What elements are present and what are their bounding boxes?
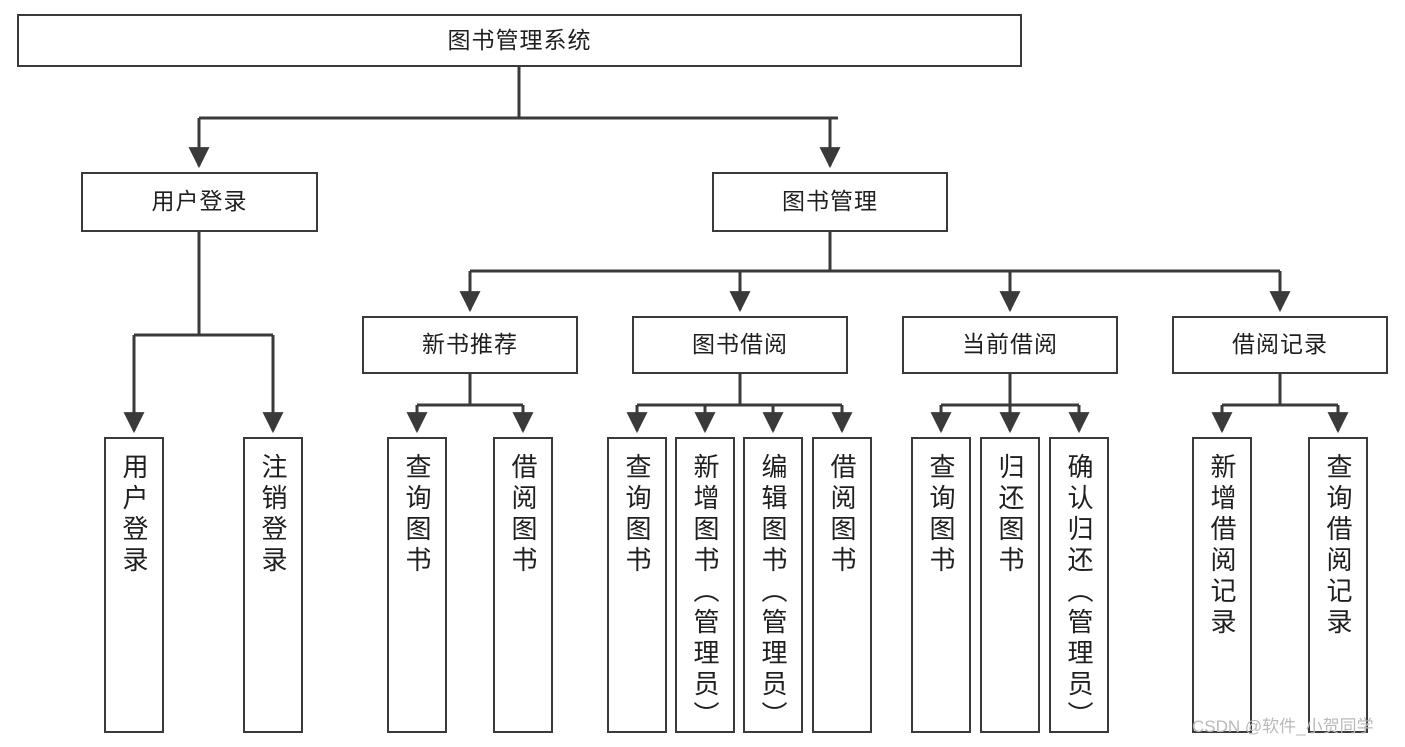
node-label: 图书管理 — [782, 188, 878, 215]
node-label: 查询图书 — [402, 453, 433, 577]
node-root-system[interactable]: 图书管理系统 — [17, 14, 1022, 67]
leaf-borrow-book-recommend[interactable]: 借阅图书 — [493, 437, 553, 733]
node-label: 当前借阅 — [962, 331, 1058, 358]
leaf-borrow-book[interactable]: 借阅图书 — [812, 437, 872, 733]
node-label: 用户登录 — [151, 188, 248, 215]
node-label: 查询图书 — [926, 453, 957, 577]
leaf-query-book-recommend[interactable]: 查询图书 — [387, 437, 447, 733]
node-borrow-record[interactable]: 借阅记录 — [1172, 316, 1388, 374]
node-label: 用户登录 — [119, 453, 150, 577]
leaf-query-book-current[interactable]: 查询图书 — [911, 437, 971, 733]
leaf-confirm-return-admin[interactable]: 确认归还（管理员） — [1049, 437, 1109, 733]
node-label: 借阅记录 — [1232, 331, 1328, 358]
node-label: 新书推荐 — [422, 331, 518, 358]
node-label: 编辑图书（管理员） — [758, 453, 789, 732]
node-label: 查询借阅记录 — [1323, 453, 1354, 639]
node-current-borrow[interactable]: 当前借阅 — [902, 316, 1118, 374]
leaf-add-borrow-record[interactable]: 新增借阅记录 — [1192, 437, 1252, 733]
node-label: 图书管理系统 — [447, 26, 592, 53]
node-label: 新增借阅记录 — [1207, 453, 1238, 639]
node-book-management[interactable]: 图书管理 — [712, 172, 948, 232]
node-label: 归还图书 — [995, 453, 1026, 577]
node-label: 确认归还（管理员） — [1064, 453, 1095, 732]
leaf-query-book-borrow[interactable]: 查询图书 — [607, 437, 667, 733]
node-label: 查询图书 — [622, 453, 653, 577]
node-new-book-recommend[interactable]: 新书推荐 — [362, 316, 578, 374]
leaf-user-logout[interactable]: 注销登录 — [243, 437, 303, 733]
leaf-user-login[interactable]: 用户登录 — [104, 437, 164, 733]
leaf-return-book[interactable]: 归还图书 — [980, 437, 1040, 733]
node-label: 借阅图书 — [508, 453, 539, 577]
node-user-login[interactable]: 用户登录 — [81, 172, 318, 232]
leaf-add-book-admin[interactable]: 新增图书（管理员） — [675, 437, 735, 733]
node-label: 图书借阅 — [692, 331, 788, 358]
node-label: 新增图书（管理员） — [690, 453, 721, 732]
leaf-query-borrow-record[interactable]: 查询借阅记录 — [1308, 437, 1368, 733]
node-book-borrow[interactable]: 图书借阅 — [632, 316, 848, 374]
leaf-edit-book-admin[interactable]: 编辑图书（管理员） — [743, 437, 803, 733]
node-label: 注销登录 — [258, 453, 289, 577]
node-label: 借阅图书 — [827, 453, 858, 577]
